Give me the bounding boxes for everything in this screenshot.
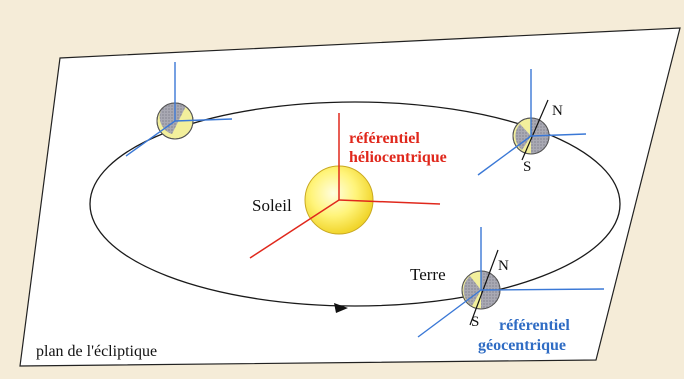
sun-label: Soleil (252, 196, 292, 215)
heliocentric-label-line1: référentiel (349, 130, 420, 147)
earth-orbit (89, 101, 621, 307)
earth-top-left (125, 62, 233, 157)
geocentric-label-line1: référentiel (499, 317, 570, 334)
heliocentric-axes (249, 113, 441, 259)
earth-bottom-right (417, 227, 605, 338)
south-label-right: S (523, 159, 532, 175)
earth-right (477, 69, 587, 176)
ecliptic-plane-label: plan de l'écliptique (36, 343, 158, 360)
orbit-direction-arrow (334, 303, 348, 313)
north-label-bottom: N (498, 258, 509, 274)
earth-label: Terre (410, 265, 446, 284)
geocentric-label-line2: géocentrique (478, 337, 566, 354)
north-label-right: N (552, 103, 563, 119)
heliocentric-label-line2: héliocentrique (349, 149, 447, 166)
south-label-bottom: S (471, 314, 480, 330)
